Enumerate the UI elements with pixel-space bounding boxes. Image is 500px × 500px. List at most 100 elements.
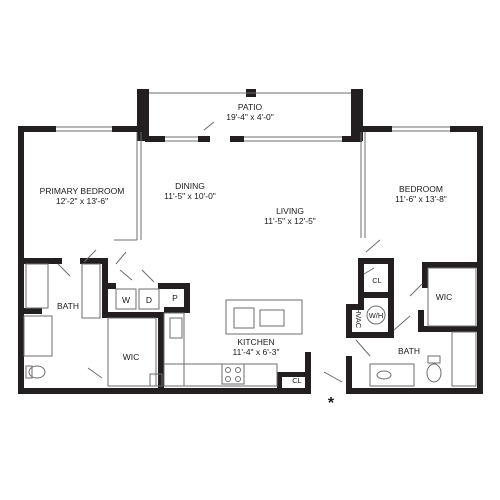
wic-wall — [418, 326, 483, 332]
patio-wall-left — [137, 89, 149, 141]
room-label-bath-primary: BATH — [56, 301, 80, 311]
toilet-tank-right — [427, 355, 441, 364]
door-swing — [115, 251, 127, 265]
door-swing — [409, 283, 423, 297]
room-name: BEDROOM — [399, 184, 443, 194]
walls — [18, 89, 483, 394]
door-swing — [87, 367, 103, 379]
door-swing — [141, 269, 155, 283]
room-name: PATIO — [237, 102, 263, 112]
bath-wall — [346, 332, 394, 338]
kitchen-closet-wall — [277, 372, 282, 394]
bath-wall — [80, 258, 108, 264]
door-swing — [83, 249, 97, 263]
wic-wall — [418, 310, 424, 332]
kitchen-closet-wall — [277, 372, 311, 377]
door-swing — [57, 263, 71, 277]
hvac-wall — [346, 304, 352, 338]
patio-door-wall — [230, 136, 244, 142]
room-label-primary-bedroom: PRIMARY BEDROOM 12'-2" x 13'-6" — [40, 186, 125, 206]
laundry-wall — [108, 283, 116, 289]
patio-door-wall — [145, 136, 165, 142]
room-label-bath: BATH — [397, 346, 421, 356]
exterior-wall-top-right — [450, 126, 483, 132]
bath-wall — [24, 308, 42, 314]
range — [221, 363, 245, 385]
room-label-wic: WIC — [435, 292, 453, 302]
room-label-living: LIVING 11'-5" x 12'-5" — [264, 206, 316, 226]
room-name: KITCHEN — [237, 337, 275, 347]
door-swing — [203, 121, 215, 131]
washer-outline — [115, 288, 137, 310]
burner — [225, 367, 231, 373]
wic-wall — [102, 312, 162, 318]
door-swing — [363, 267, 375, 275]
exterior-wall-right — [477, 126, 483, 394]
burner — [235, 367, 241, 373]
sink-right — [376, 370, 392, 380]
dishwasher — [233, 307, 255, 329]
hvac-label: HVAC — [354, 307, 363, 329]
entry-door-swing — [323, 371, 343, 383]
wic-corner — [149, 373, 163, 387]
bath-wall — [18, 258, 62, 264]
room-dims: 11'-5" x 12'-5" — [264, 216, 316, 226]
vanity — [81, 263, 101, 319]
bath-wall — [102, 258, 108, 316]
kitchen-sink — [259, 309, 285, 327]
door-swing — [393, 315, 411, 331]
wic-shelving — [107, 317, 157, 387]
dryer-label: D — [145, 295, 153, 305]
kitchen-counter-left — [163, 312, 185, 387]
hvac-wall — [346, 304, 364, 310]
bathtub-right — [451, 331, 477, 387]
fridge — [169, 317, 183, 339]
washer-label: W — [121, 295, 131, 305]
pantry-wall — [184, 283, 190, 313]
kitchen-counter-bottom — [163, 363, 278, 387]
exterior-wall-top-right — [360, 126, 392, 132]
window-and-partition-lines — [23, 92, 477, 387]
exterior-wall-bottom-right — [346, 388, 483, 394]
entry-marker: * — [327, 395, 335, 412]
kitchen-island — [225, 299, 303, 335]
room-dims: 11'-5" x 10'-0" — [164, 191, 216, 201]
burner — [225, 376, 231, 382]
room-label-patio: PATIO 19'-4" x 4'-0" — [226, 102, 274, 122]
room-label-kitchen: KITCHEN 11'-4" x 6'-3" — [233, 337, 280, 357]
door-swing — [119, 269, 133, 281]
closet-wall — [358, 258, 390, 264]
patio-door-wall — [198, 136, 210, 142]
entry-wall — [346, 356, 352, 394]
room-dims: 12'-2" x 13'-6" — [55, 196, 109, 206]
water-heater-outline — [366, 305, 386, 325]
wic-right-shelving — [427, 267, 477, 327]
pantry-wall — [164, 307, 190, 313]
toilet-tank — [25, 365, 33, 379]
room-dims: 11'-6" x 13'-8" — [395, 194, 447, 204]
pantry-label: P — [172, 293, 178, 303]
door-swing — [355, 339, 371, 357]
closet-label-bedroom: CL — [372, 276, 382, 285]
water-heater-label: W/H — [368, 311, 384, 320]
shower — [23, 315, 53, 357]
wic-wall — [422, 262, 483, 268]
room-label-wic-primary: WIC — [122, 352, 140, 362]
room-label-bedroom: BEDROOM 11'-6" x 13'-8" — [395, 184, 447, 204]
exterior-wall-top-left — [112, 126, 142, 132]
bathtub — [25, 263, 49, 309]
kitchen-wall — [158, 312, 164, 394]
closet-label-kitchen: CL — [292, 376, 302, 385]
closet-wall — [358, 258, 364, 310]
closet-wall — [358, 292, 394, 298]
exterior-wall-top-left — [18, 126, 56, 132]
pantry-wall — [158, 283, 190, 289]
room-name: PRIMARY BEDROOM — [39, 186, 125, 196]
room-name: LIVING — [276, 206, 304, 216]
room-dims: 11'-4" x 6'-3" — [232, 347, 280, 357]
door-swing — [365, 239, 381, 253]
vanity-right — [369, 363, 415, 387]
burner — [235, 376, 241, 382]
